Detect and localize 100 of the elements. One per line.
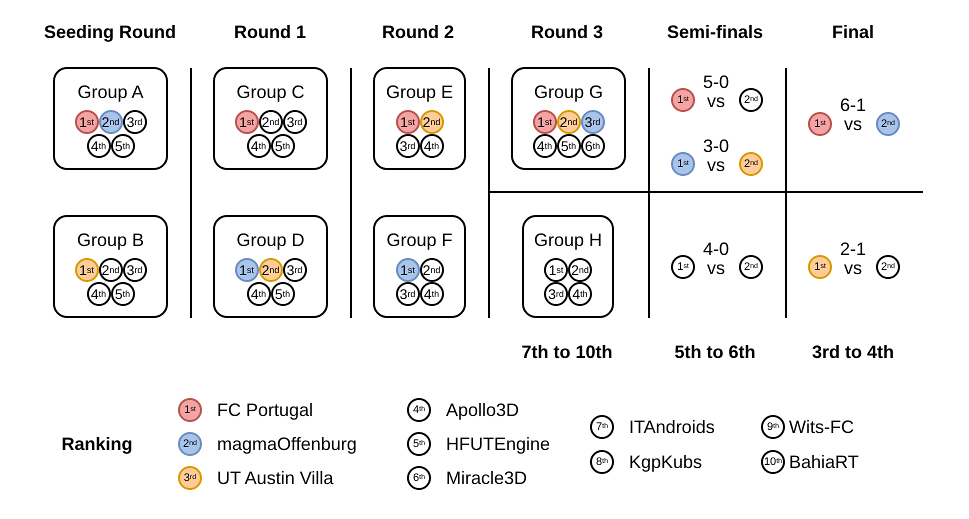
match-score: 3-0	[703, 137, 729, 155]
versus-text: vs	[707, 259, 725, 277]
legend-rank-circle: 1$^{st}$	[178, 398, 202, 422]
rank-circle: 1$^{st}$	[74, 110, 98, 134]
team-name: HFUTEngine	[446, 435, 550, 453]
rank-circle: 1$^{st}$	[808, 112, 832, 136]
rank-circle: 4$^{th}$	[246, 282, 270, 306]
group-title: Group D	[236, 231, 305, 249]
rank-circle: 4$^{th}$	[532, 134, 556, 158]
rank-circle: 1$^{st}$	[74, 258, 98, 282]
rank-circle: 5$^{th}$	[270, 282, 294, 306]
match-score: 2-1	[840, 240, 866, 258]
rank-circle: 2$^{nd}$	[739, 255, 763, 279]
team-name: FC Portugal	[217, 401, 314, 419]
team-name: Miracle3D	[446, 469, 528, 487]
rank-circle: 2$^{nd}$	[876, 112, 900, 136]
match-score: 5-0	[703, 73, 729, 91]
rank-circle: 1$^{st}$	[532, 110, 556, 134]
rank-circle: 2$^{nd}$	[556, 110, 580, 134]
legend-rank-circle: 3$^{rd}$	[178, 466, 202, 490]
rank-circle: 3$^{rd}$	[282, 110, 306, 134]
rank-circle: 1$^{st}$	[671, 88, 695, 112]
rank-circle: 3$^{rd}$	[396, 282, 420, 306]
group-title: Group C	[236, 83, 305, 101]
legend-rank-circle: 5$^{th}$	[407, 432, 431, 456]
group-title: Group E	[386, 83, 454, 101]
rank-circle: 2$^{nd}$	[568, 258, 592, 282]
rank-circle: 2$^{nd}$	[98, 258, 122, 282]
group-box	[53, 215, 168, 318]
legend-rank-circle: 10$^{th}$	[761, 450, 785, 474]
rank-circle: 4$^{th}$	[86, 282, 110, 306]
rank-circle: 2$^{nd}$	[420, 258, 444, 282]
team-name: Apollo3D	[446, 401, 520, 419]
legend-rank-circle: 8$^{th}$	[590, 450, 614, 474]
rank-circle: 2$^{nd}$	[258, 258, 282, 282]
rank-circle: 2$^{nd}$	[258, 110, 282, 134]
heading: 3rd to 4th	[812, 343, 894, 361]
heading: Semi-finals	[666, 23, 764, 41]
team-name: BahiaRT	[789, 453, 859, 471]
team-name: ITAndroids	[629, 418, 715, 436]
rank-circle: 3$^{rd}$	[282, 258, 306, 282]
legend-rank-circle: 6$^{th}$	[407, 466, 431, 490]
rank-circle: 1$^{st}$	[234, 110, 258, 134]
legend-rank-circle: 2$^{nd}$	[178, 432, 202, 456]
group-title: Group B	[76, 231, 144, 249]
rank-circle: 3$^{rd}$	[544, 282, 568, 306]
team-name: UT Austin Villa	[217, 469, 334, 487]
group-title: Group A	[77, 83, 144, 101]
heading: Final	[832, 23, 874, 41]
legend-rank-circle: 9$^{th}$	[761, 415, 785, 439]
rank-circle: 4$^{th}$	[420, 282, 444, 306]
team-name: Wits-FC	[789, 418, 854, 436]
group-title: Group G	[534, 83, 604, 101]
rank-circle: 1$^{st}$	[234, 258, 258, 282]
rank-circle: 5$^{th}$	[556, 134, 580, 158]
rank-circle: 6$^{th}$	[580, 134, 604, 158]
rank-circle: 3$^{rd}$	[122, 258, 146, 282]
heading: 7th to 10th	[522, 343, 612, 361]
team-name: KgpKubs	[629, 453, 702, 471]
group-box	[511, 67, 626, 170]
rank-circle: 4$^{th}$	[86, 134, 110, 158]
rank-circle: 1$^{st}$	[396, 258, 420, 282]
rank-circle: 1$^{st}$	[671, 152, 695, 176]
rank-circle: 2$^{nd}$	[739, 88, 763, 112]
match-score: 4-0	[703, 240, 729, 258]
group-box	[373, 215, 466, 318]
versus-text: vs	[844, 115, 862, 133]
heading: Round 3	[531, 23, 603, 41]
group-title: Group H	[534, 231, 602, 249]
rank-circle: 2$^{nd}$	[420, 110, 444, 134]
match-score: 6-1	[840, 96, 866, 114]
team-name: magmaOffenburg	[217, 435, 357, 453]
rank-circle: 1$^{st}$	[671, 255, 695, 279]
rank-circle: 5$^{th}$	[110, 134, 134, 158]
heading: Round 2	[382, 23, 454, 41]
rank-circle: 5$^{th}$	[270, 134, 294, 158]
versus-text: vs	[844, 259, 862, 277]
legend-rank-circle: 7$^{th}$	[590, 415, 614, 439]
rank-circle: 4$^{th}$	[420, 134, 444, 158]
rank-circle: 2$^{nd}$	[98, 110, 122, 134]
rank-circle: 3$^{rd}$	[396, 134, 420, 158]
group-box	[373, 67, 466, 170]
legend-rank-circle: 4$^{th}$	[407, 398, 431, 422]
group-box	[53, 67, 168, 170]
rank-circle: 4$^{th}$	[568, 282, 592, 306]
rank-circle: 3$^{rd}$	[122, 110, 146, 134]
group-box	[522, 215, 614, 318]
rank-circle: 3$^{rd}$	[580, 110, 604, 134]
group-title: Group F	[386, 231, 453, 249]
group-box	[213, 67, 328, 170]
versus-text: vs	[707, 92, 725, 110]
heading: Seeding Round	[44, 23, 176, 41]
heading: 5th to 6th	[674, 343, 756, 361]
rank-circle: 4$^{th}$	[246, 134, 270, 158]
rank-circle: 1$^{st}$	[808, 255, 832, 279]
rank-circle: 5$^{th}$	[110, 282, 134, 306]
heading: Ranking	[62, 435, 132, 453]
heading: Round 1	[234, 23, 306, 41]
group-box	[213, 215, 328, 318]
rank-circle: 2$^{nd}$	[876, 255, 900, 279]
